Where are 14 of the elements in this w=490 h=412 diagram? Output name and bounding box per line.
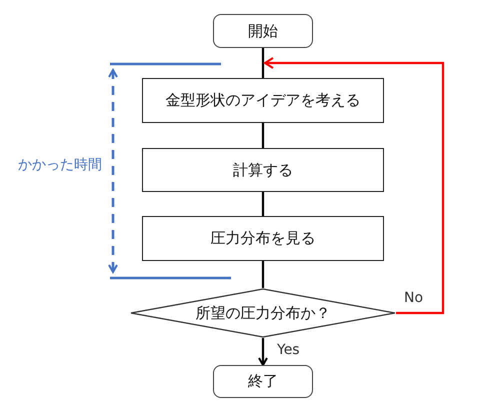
connector-line (262, 261, 264, 288)
connector-line (262, 123, 264, 148)
decision-diamond: 所望の圧力分布か？ (130, 288, 396, 338)
edge-label: Yes (277, 342, 300, 358)
arrow (264, 57, 444, 314)
terminal-box: 開始 (213, 14, 313, 48)
process-box: 圧力分布を見る (142, 216, 384, 261)
dimension-label: かかった時間 (18, 156, 102, 174)
connector-line (262, 192, 264, 216)
terminal-box: 終了 (213, 365, 313, 398)
connector-line (262, 48, 264, 78)
process-box: 金型形状のアイデアを考える (142, 78, 384, 123)
process-box: 計算する (142, 148, 384, 192)
arrow (258, 338, 268, 366)
